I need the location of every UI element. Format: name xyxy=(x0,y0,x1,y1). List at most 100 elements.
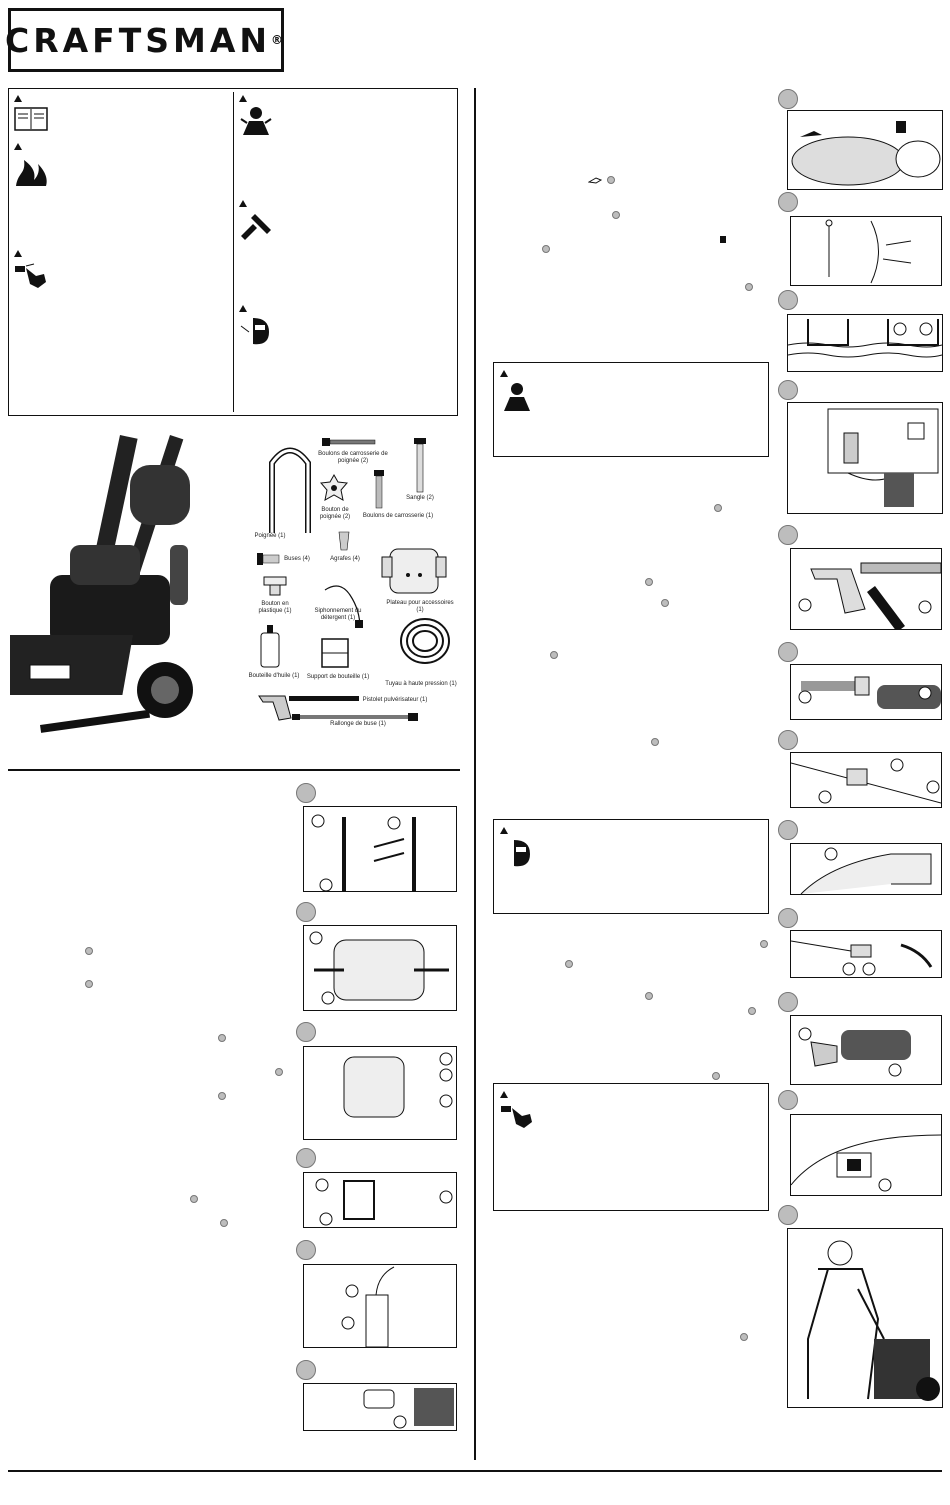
hose-drawing xyxy=(400,618,450,664)
handle-drawing xyxy=(269,447,311,533)
step-badge xyxy=(778,89,798,109)
warning-triangle-icon xyxy=(14,95,22,102)
figure-pump-connect xyxy=(790,752,942,808)
inline-ref-badge xyxy=(740,1333,748,1341)
handle-bolts-label: Boulons de carrosserie de poignée (2) xyxy=(318,451,388,464)
inline-ref-badge xyxy=(218,1034,226,1042)
detergent-siphon-drawing xyxy=(324,585,363,629)
step-badge xyxy=(778,992,798,1012)
accessory-tray-label: Plateau pour accessoires (1) xyxy=(386,600,454,613)
warnings-divider xyxy=(233,92,234,412)
hand-cut-icon xyxy=(241,214,271,240)
figure-level xyxy=(787,314,943,372)
step-badge xyxy=(778,908,798,928)
safety-warnings-panel xyxy=(8,88,458,416)
inline-ref-badge xyxy=(550,651,558,659)
figure-oil-fuel xyxy=(787,110,943,190)
inline-ref-badge xyxy=(714,504,722,512)
step-badge xyxy=(296,1148,316,1168)
inline-ref-badge xyxy=(712,1072,720,1080)
strap-drawing xyxy=(414,438,426,493)
explosion-icon xyxy=(240,107,272,135)
strap-label: Sangle (2) xyxy=(406,495,434,501)
inline-ref-badge xyxy=(748,1007,756,1015)
step-badge xyxy=(778,820,798,840)
spray-gun-label: Pistolet pulvérisateur (1) xyxy=(362,697,428,703)
bottle-holder-label: Support de bouteille (1) xyxy=(306,674,370,680)
handle-knob-drawing xyxy=(320,474,348,501)
carriage-bolt-drawing xyxy=(374,470,384,509)
inline-ref-badge xyxy=(275,1068,283,1076)
figure-operator-starting xyxy=(787,1228,943,1408)
handle-bolt-drawing xyxy=(322,438,376,446)
inline-ref-badge xyxy=(565,960,573,968)
eye-protection-icon xyxy=(514,840,530,867)
step-badge xyxy=(778,642,798,662)
oil-can-icon xyxy=(588,177,602,184)
figure-dipstick xyxy=(790,216,942,286)
injection-icon xyxy=(501,1106,532,1128)
figure-trigger-lock xyxy=(790,843,942,895)
warning-triangle-icon xyxy=(239,200,247,207)
read-manual-icon xyxy=(14,107,48,131)
step-badge xyxy=(778,1090,798,1110)
figure-nozzle-attach xyxy=(790,930,942,978)
figure-switch xyxy=(790,1114,942,1196)
step-badge xyxy=(296,1022,316,1042)
plastic-knob-drawing xyxy=(263,576,287,596)
nozzle-extension-drawing xyxy=(292,713,418,721)
fire-icon xyxy=(16,160,47,186)
warning-triangle-icon xyxy=(500,827,508,834)
step-badge xyxy=(778,525,798,545)
step-badge xyxy=(778,192,798,212)
inline-ref-badge xyxy=(645,578,653,586)
oil-bottle-label: Bouteille d'huile (1) xyxy=(248,673,300,679)
spray-gun-drawing xyxy=(258,695,359,721)
step-badge xyxy=(778,1205,798,1225)
injection-icon xyxy=(15,263,46,288)
inline-ref-badge xyxy=(760,940,768,948)
inline-ref-badge xyxy=(612,211,620,219)
step-badge xyxy=(778,380,798,400)
bottle-holder-drawing xyxy=(321,638,349,668)
warning-triangle-icon xyxy=(14,250,22,257)
accessory-tray-drawing xyxy=(381,548,447,594)
inline-ref-badge xyxy=(542,245,550,253)
nozzles-label: Buses (4) xyxy=(284,556,310,562)
inline-ref-badge xyxy=(218,1092,226,1100)
brand-logo: CRAFTSMAN ® xyxy=(5,8,284,72)
assembly-figure-tray-mount xyxy=(303,1046,457,1140)
assembly-figure-siphon xyxy=(303,1264,457,1348)
column-divider xyxy=(474,88,476,1460)
figure-gun-hose xyxy=(790,548,942,632)
section-divider xyxy=(8,769,460,771)
warning-triangle-icon xyxy=(14,143,22,150)
plastic-knob-label: Bouton en plastique (1) xyxy=(258,601,292,614)
eye-protection-icon xyxy=(240,318,269,345)
fuel-can-icon xyxy=(720,236,726,243)
assembly-figure-tray xyxy=(303,925,457,1011)
step-badge xyxy=(296,783,316,803)
inline-ref-badge xyxy=(85,947,93,955)
detergent-siphon-label: Siphonnement du détergent (1) xyxy=(314,608,362,621)
step-badge xyxy=(778,730,798,750)
inline-ref-badge xyxy=(745,283,753,291)
warning-box-injection xyxy=(493,1083,769,1211)
warning-triangle-icon xyxy=(239,95,247,102)
step-badge xyxy=(296,1360,316,1380)
inline-ref-badge xyxy=(85,980,93,988)
warning-triangle-icon xyxy=(239,305,247,312)
figure-house-setup xyxy=(787,402,943,514)
step-badge xyxy=(296,902,316,922)
figure-hose-connector xyxy=(790,664,942,720)
pressure-washer-illustration xyxy=(10,435,193,733)
clip-drawing xyxy=(338,531,350,551)
clips-label: Agrafes (4) xyxy=(330,556,360,562)
explosion-icon xyxy=(504,383,530,411)
step-badge xyxy=(778,290,798,310)
handle-knob-label: Bouton de poignée (2) xyxy=(319,507,351,520)
carriage-bolts-label: Boulons de carrosserie (1) xyxy=(362,513,434,519)
hose-label: Tuyau à haute pression (1) xyxy=(385,681,457,687)
footer-divider xyxy=(8,1470,942,1472)
oil-bottle-drawing xyxy=(260,625,280,668)
